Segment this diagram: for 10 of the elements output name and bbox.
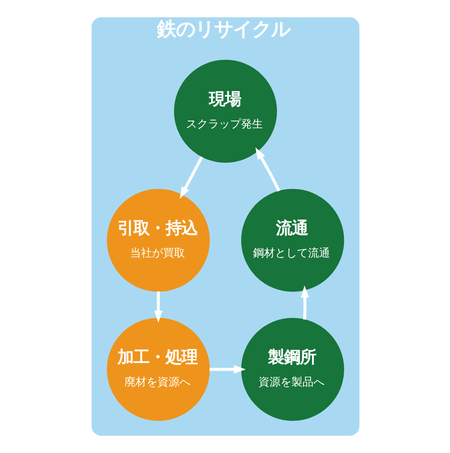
arrow (254, 147, 280, 192)
node-circle: 加工・処理 廃材を資源へ (106, 318, 210, 421)
arrow (154, 291, 162, 323)
node-circle: 引取・持込 当社が買取 (106, 188, 210, 292)
arrow (209, 365, 246, 374)
node-circle: 現場 スクラップ発生 (174, 60, 276, 163)
node-circle: 製鋼所 資源を製品へ (240, 318, 344, 421)
arrow (300, 285, 309, 320)
node-circle: 流通 鋼材として流通 (240, 188, 344, 292)
arrow (179, 156, 203, 199)
